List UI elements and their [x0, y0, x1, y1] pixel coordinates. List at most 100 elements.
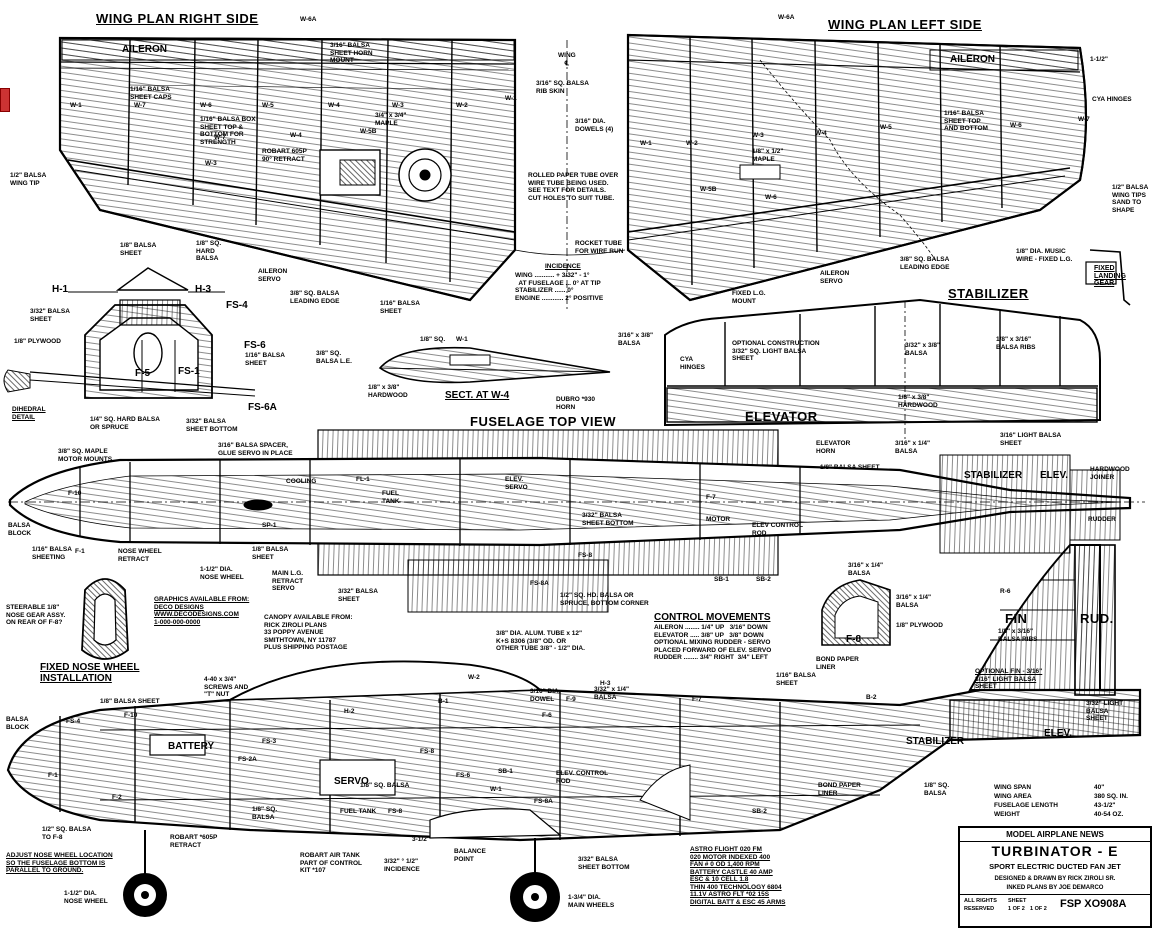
graphics-label: GRAPHICS AVAILABLE FROM: DECO DESIGNS WW…	[154, 596, 250, 626]
side-sq-balsa3: 1/8" SQ. BALSA	[360, 782, 410, 789]
side-sheet-18: 1/8" BALSA SHEET	[100, 698, 160, 705]
control-movements-title: CONTROL MOVEMENTS	[654, 612, 771, 623]
stabilizer-title: STABILIZER	[948, 286, 1029, 301]
former-sheet-bottom: 3/32" BALSA SHEET BOTTOM	[186, 418, 238, 433]
plan-number: FSP XO908A	[1060, 898, 1127, 910]
former-drawings	[3, 267, 256, 399]
w7-left: W-7	[1078, 116, 1090, 123]
title-block: MODEL AIRPLANE NEWS TURBINATOR - E SPORT…	[958, 826, 1152, 928]
rolled-tube-label: ROLLED PAPER TUBE OVER WIRE TUBE BEING U…	[528, 172, 619, 202]
side-h3: H-3	[600, 680, 611, 687]
side-w2: W-2	[468, 674, 480, 681]
fuel-tank-top: FUEL TANK	[382, 490, 400, 505]
stab-balsa: 3/16" x 3/8" BALSA	[618, 332, 654, 347]
rocket-tube-label: ROCKET TUBE FOR WIRE RUN	[575, 240, 624, 255]
maple-label-left: 1/8" x 1/2" MAPLE	[752, 148, 784, 163]
w5-left: W-5	[880, 124, 892, 131]
fuselage-top-view	[8, 429, 1145, 613]
w6-right: W-6	[200, 102, 212, 109]
w4-left: W-4	[815, 130, 827, 137]
fs4-label: FS-4	[226, 300, 248, 311]
side-f1: F-1	[48, 772, 58, 779]
plan-name: TURBINATOR - E	[991, 843, 1119, 859]
fin-ribs: 1/8" x 3/16" BALSA RIBS	[998, 628, 1038, 643]
stab-small-title: STABILIZER	[964, 470, 1023, 481]
balsa-sheet-right: 1/16" BALSA SHEET	[380, 300, 420, 315]
side-tab[interactable]	[0, 88, 10, 112]
alum-tube-label: 3/8" DIA. ALUM. TUBE x 12" K+S 8306 (3/8…	[496, 630, 585, 652]
w1-left: W-1	[640, 140, 652, 147]
side-f6: F-6	[542, 712, 552, 719]
w6b-left: W-6	[765, 194, 777, 201]
side-dowel: 3/16" DIA. DOWEL	[530, 688, 561, 703]
stabilizer-plan	[664, 298, 1101, 440]
w4b-right: W-4	[290, 132, 302, 139]
section-w4	[378, 346, 611, 384]
plan-subtitle: SPORT ELECTRIC DUCTED FAN JET	[989, 862, 1121, 871]
section-horn: DUBRO *930 HORN	[556, 396, 596, 411]
fin-bond-paper: BOND PAPER LINER	[816, 656, 859, 671]
w2-left: W-2	[686, 140, 698, 147]
motor-label: MOTOR	[706, 516, 731, 523]
top-sp1: SP-1	[262, 522, 277, 529]
inked-by: INKED PLANS BY JOE DEMARCO	[1006, 885, 1104, 891]
aileron-label-right: AILERON	[122, 44, 167, 55]
nose-gear-detail	[81, 578, 129, 660]
w3-right: W-3	[392, 102, 404, 109]
incidence-table: WING ........... + 3/32" - 1° AT FUSELAG…	[515, 272, 604, 302]
top-sheeting: 1/16" BALSA SHEETING	[32, 546, 72, 561]
side-sq-balsa4: 1/8" SQ. BALSA	[924, 782, 950, 797]
side-fs6: FS-6	[456, 772, 471, 779]
hard-balsa-label: 1/8" SQ. HARD BALSA	[196, 240, 222, 262]
side-f2: F-2	[112, 794, 122, 801]
f5-label: F-5	[135, 368, 150, 379]
wing-right-title: WING PLAN RIGHT SIDE	[96, 11, 259, 26]
cooling-label: COOLING	[286, 478, 317, 485]
main-wheels: 1-3/4" DIA. MAIN WHEELS	[568, 894, 615, 909]
side-b2: B-2	[866, 694, 877, 701]
side-elev: ELEV.	[1044, 728, 1072, 739]
fin-plywood: 1/8" PLYWOOD	[896, 622, 943, 629]
sheet-small: 1 OF 2	[1030, 906, 1047, 912]
side-incidence: 3/32" ° 1/2" INCIDENCE	[384, 858, 420, 873]
stab-cya: CYA HINGES	[680, 356, 705, 371]
steerable-label: STEERABLE 1/8" NOSE GEAR ASSY. ON REAR O…	[6, 604, 66, 626]
spacer-label: 3/16" BALSA SPACER, GLUE SERVO IN PLACE	[218, 442, 293, 457]
fin-title: FIN	[1005, 611, 1028, 626]
stab-316: 3/16" x 1/4" BALSA	[895, 440, 931, 455]
fuselage-length-label: FUSELAGE LENGTH	[994, 802, 1058, 809]
wing-centerline	[514, 40, 626, 310]
wing-left-plan	[626, 33, 1131, 306]
side-stabilizer: STABILIZER	[906, 736, 965, 747]
wing-tip-label-left: 1/2" BALSA WING TIPS SAND TO SHAPE	[1112, 184, 1149, 214]
robart-tank: ROBART AIR TANK PART OF CONTROL KIT *107	[300, 852, 362, 874]
plywood-label: 1/8" PLYWOOD	[14, 338, 61, 345]
w4-right: W-4	[328, 102, 340, 109]
w3-left: W-3	[752, 132, 764, 139]
side-w1: W-1	[490, 786, 502, 793]
w7b-right: W-7	[214, 134, 226, 141]
stab-hardwood: 1/8" x 3/8" HARDWOOD	[898, 394, 938, 409]
h3-label: H-3	[195, 284, 212, 295]
servo-label: SERVO	[334, 776, 369, 787]
r6-label: R-6	[1000, 588, 1011, 595]
main-lg-servo: MAIN L.G. RETRACT SERVO	[272, 570, 304, 592]
leading-edge-right: 3/8" SQ. BALSA LEADING EDGE	[290, 290, 340, 305]
w6-left: W-6	[1010, 122, 1022, 129]
fs6a-label: FS-6A	[248, 402, 277, 413]
side-fs3: FS-3	[262, 738, 277, 745]
side-fs2a: FS-2A	[238, 756, 257, 763]
dihedral-title: DIHEDRAL DETAIL	[12, 406, 46, 421]
top-balsa-block: BALSA BLOCK	[8, 522, 32, 537]
top-sheet-bottom: 3/32" BALSA SHEET BOTTOM	[582, 512, 634, 527]
maple-label-right: 3/4" x 3/4" MAPLE	[375, 112, 407, 127]
section-balsa-le: 3/8" SQ. BALSA L.E.	[316, 350, 352, 365]
stab-optional: OPTIONAL CONSTRUCTION 3/32" SQ. LIGHT BA…	[732, 340, 820, 362]
side-sheet-bottom: 3/32" BALSA SHEET BOTTOM	[578, 856, 630, 871]
fin-rudder	[821, 544, 1116, 696]
fin-sheet-2: 3/16" x 1/4" BALSA	[896, 594, 932, 609]
section-w1: W-1	[456, 336, 468, 343]
rights: ALL RIGHTS RESERVED	[964, 898, 997, 912]
side-b1: B-1	[438, 698, 449, 705]
hardwood-joiner: HARDWOOD JOINER	[1090, 466, 1130, 481]
